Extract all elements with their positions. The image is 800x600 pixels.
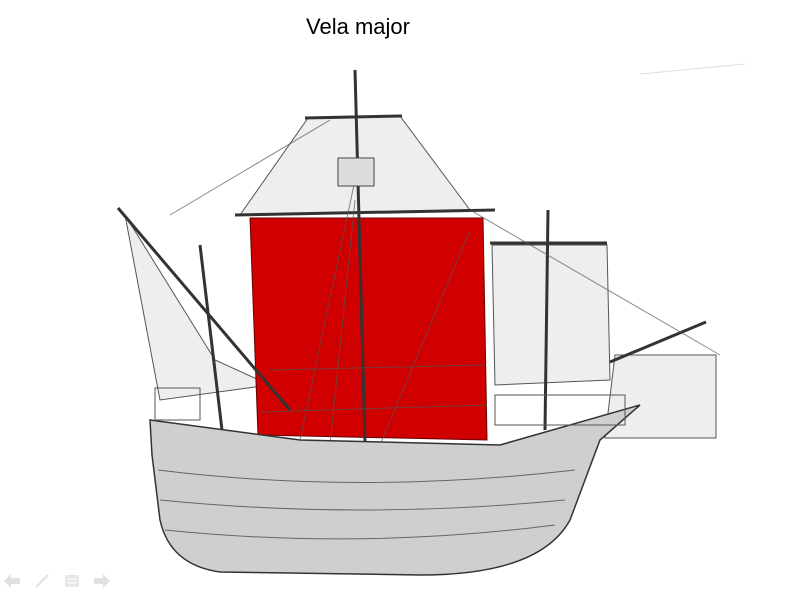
main-mast — [353, 69, 368, 481]
slide-title: Vela major — [306, 14, 410, 39]
mizzen-sail — [491, 244, 611, 386]
aft-sail — [604, 354, 717, 439]
forecastle-rail — [154, 387, 201, 421]
top-yard — [304, 114, 403, 120]
crows-nest — [337, 157, 375, 187]
slide-navigation — [4, 574, 110, 588]
fore-mast — [198, 244, 224, 431]
lateen-yard — [116, 207, 292, 411]
pen-icon[interactable] — [34, 574, 50, 588]
hull — [149, 404, 641, 576]
main-sail-vela-major — [249, 217, 488, 441]
slide-menu-icon[interactable] — [64, 574, 80, 588]
aftcastle-rail — [494, 394, 626, 426]
previous-slide-icon[interactable] — [4, 574, 20, 588]
mizzen-mast — [543, 209, 550, 431]
next-slide-icon[interactable] — [94, 574, 110, 588]
main-yard — [234, 208, 496, 217]
